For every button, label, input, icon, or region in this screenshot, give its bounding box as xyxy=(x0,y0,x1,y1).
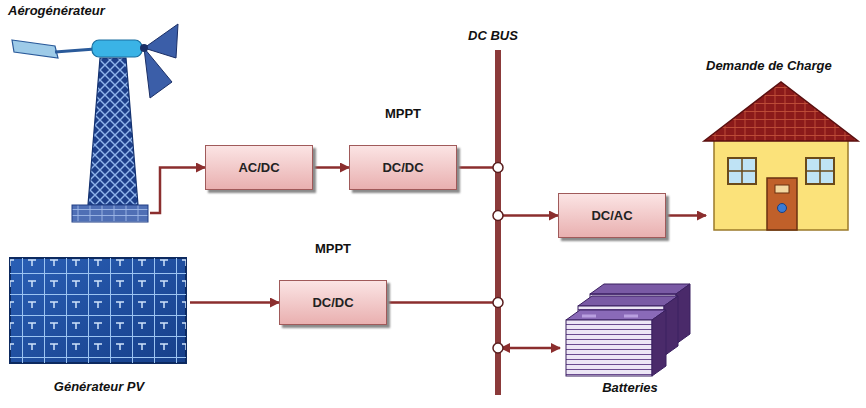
battery-top xyxy=(578,296,678,306)
power-flow-arrow xyxy=(313,166,349,169)
converter-label: DC/AC xyxy=(591,208,632,223)
house-wall xyxy=(714,140,848,230)
converter-box: AC/DC xyxy=(205,145,313,190)
power-flow-arrow xyxy=(387,301,495,304)
battery-side xyxy=(652,310,666,376)
door-knob xyxy=(778,204,787,213)
power-flow-arrow xyxy=(501,214,558,217)
converter-label: AC/DC xyxy=(238,160,279,175)
house-window xyxy=(806,158,834,184)
house-window xyxy=(728,158,756,184)
power-flow-arrow xyxy=(501,347,560,350)
power-flow-arrow xyxy=(150,168,205,214)
converter-body: DC/DC xyxy=(279,280,387,325)
battery-top xyxy=(590,284,690,294)
converter-body: AC/DC xyxy=(205,145,313,190)
illustration-label: Batteries xyxy=(602,380,658,396)
converter-heading: MPPT xyxy=(349,105,457,123)
battery-terminal xyxy=(582,315,638,318)
wind-turbine: Aérogénérateur xyxy=(8,3,150,225)
bus-junction xyxy=(493,298,503,308)
tail-vane xyxy=(12,40,58,58)
turbine-blade xyxy=(144,48,172,98)
illustration-label: Demande de Charge xyxy=(706,58,832,74)
bus-junction xyxy=(493,343,503,353)
illustration-label: Générateur PV xyxy=(54,379,144,395)
pv-generator: Générateur PV xyxy=(8,255,190,395)
window-frame xyxy=(728,158,756,184)
dc-bus: DC BUS xyxy=(495,50,501,395)
pv-panel xyxy=(10,258,186,363)
turbine-base xyxy=(72,205,148,222)
bus-junction xyxy=(493,211,503,221)
converter-label: DC/DC xyxy=(312,295,353,310)
power-flow-arrow xyxy=(457,166,495,169)
converter-body: DC/DC xyxy=(349,145,457,190)
power-flow-arrow xyxy=(666,214,706,217)
turbine-blade xyxy=(144,24,178,58)
door-window xyxy=(775,185,789,193)
converter-box: DC/AC xyxy=(558,193,666,238)
tail-boom xyxy=(55,49,95,52)
battery-bank: Batteries xyxy=(560,282,700,396)
window-frame xyxy=(806,158,834,184)
converter-box: MPPT DC/DC xyxy=(349,105,457,190)
bus-junction xyxy=(493,163,503,173)
turbine-hub xyxy=(140,44,148,52)
house-roof xyxy=(704,82,858,141)
power-flow-arrow xyxy=(190,301,279,304)
converter-heading: MPPT xyxy=(279,240,387,258)
house-load: Demande de Charge xyxy=(706,58,856,232)
house-door xyxy=(767,178,797,230)
converter-box: MPPT DC/DC xyxy=(279,240,387,325)
turbine-nacelle xyxy=(92,40,142,57)
battery-top xyxy=(566,310,666,320)
battery-cell xyxy=(566,320,652,376)
converter-body: DC/AC xyxy=(558,193,666,238)
converter-label: DC/DC xyxy=(382,160,423,175)
turbine-tower xyxy=(88,58,138,205)
bus-label: DC BUS xyxy=(468,28,474,44)
illustration-label: Aérogénérateur xyxy=(8,3,105,19)
pv-cells xyxy=(10,258,186,363)
